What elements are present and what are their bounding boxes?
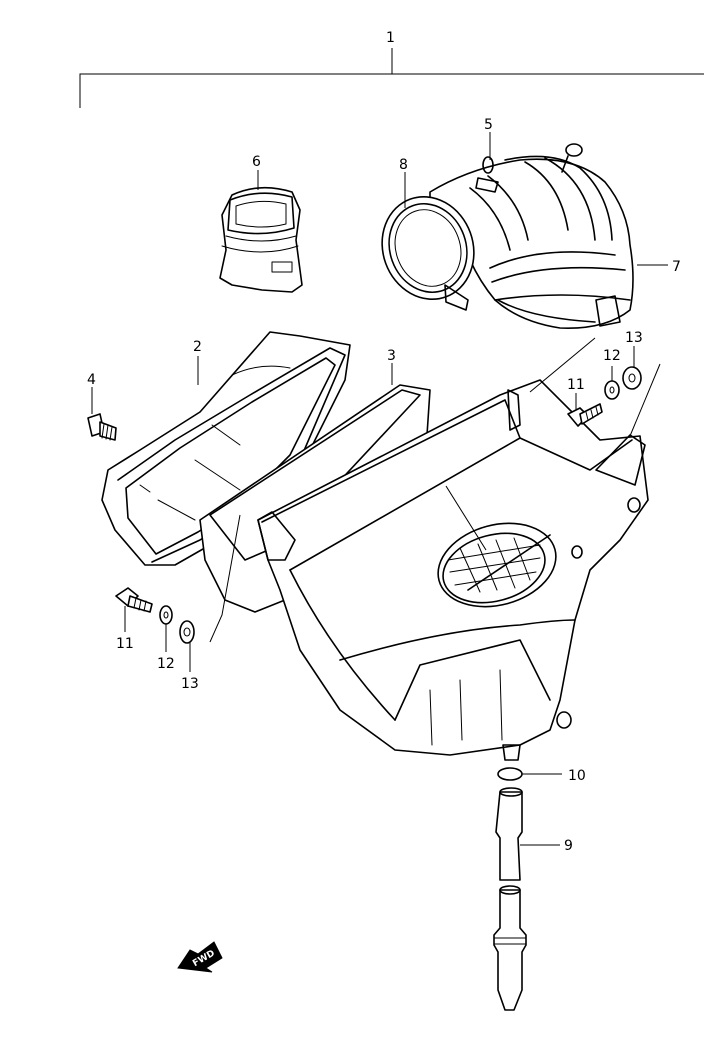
washer-part-13-left — [179, 620, 195, 672]
callout-3: 3 — [387, 348, 396, 364]
callout-1: 1 — [386, 30, 395, 46]
drain-plug-part-9 — [493, 787, 560, 1011]
washer-part-13-right — [622, 346, 642, 390]
callout-7: 7 — [672, 259, 681, 275]
screw-part-4 — [87, 387, 117, 441]
leader-right-washers — [629, 363, 661, 437]
callout-4: 4 — [87, 372, 96, 388]
callout-12-right: 12 — [603, 348, 621, 364]
intake-boot-part-7 — [429, 132, 668, 329]
callout-12-left: 12 — [157, 656, 175, 672]
callout-labels: 1 2 3 4 5 6 7 8 9 10 11 12 13 11 12 13 — [87, 30, 681, 854]
intake-funnel-part-6 — [219, 170, 303, 293]
bolt-part-11-right — [567, 393, 603, 427]
callout-11-left: 11 — [116, 636, 134, 652]
callout-2: 2 — [193, 339, 202, 355]
callout-13-right: 13 — [625, 330, 643, 346]
washer-part-12-left — [159, 605, 173, 652]
washer-part-12-right — [604, 366, 620, 400]
clip-part-10 — [497, 767, 562, 781]
air-cleaner-box — [257, 379, 649, 761]
hose-clamp-part-8 — [381, 172, 475, 311]
callout-13-left: 13 — [181, 676, 199, 692]
leader-boot-box — [529, 337, 596, 393]
callout-6: 6 — [252, 154, 261, 170]
callout-5: 5 — [484, 117, 493, 133]
callout-9: 9 — [564, 838, 573, 854]
assembly-bracket — [79, 48, 704, 108]
fwd-arrow-icon: FWD — [177, 941, 223, 973]
callout-8: 8 — [399, 157, 408, 173]
callout-11-right: 11 — [567, 377, 585, 393]
bolt-part-11-left — [115, 587, 153, 632]
callout-10: 10 — [568, 768, 586, 784]
